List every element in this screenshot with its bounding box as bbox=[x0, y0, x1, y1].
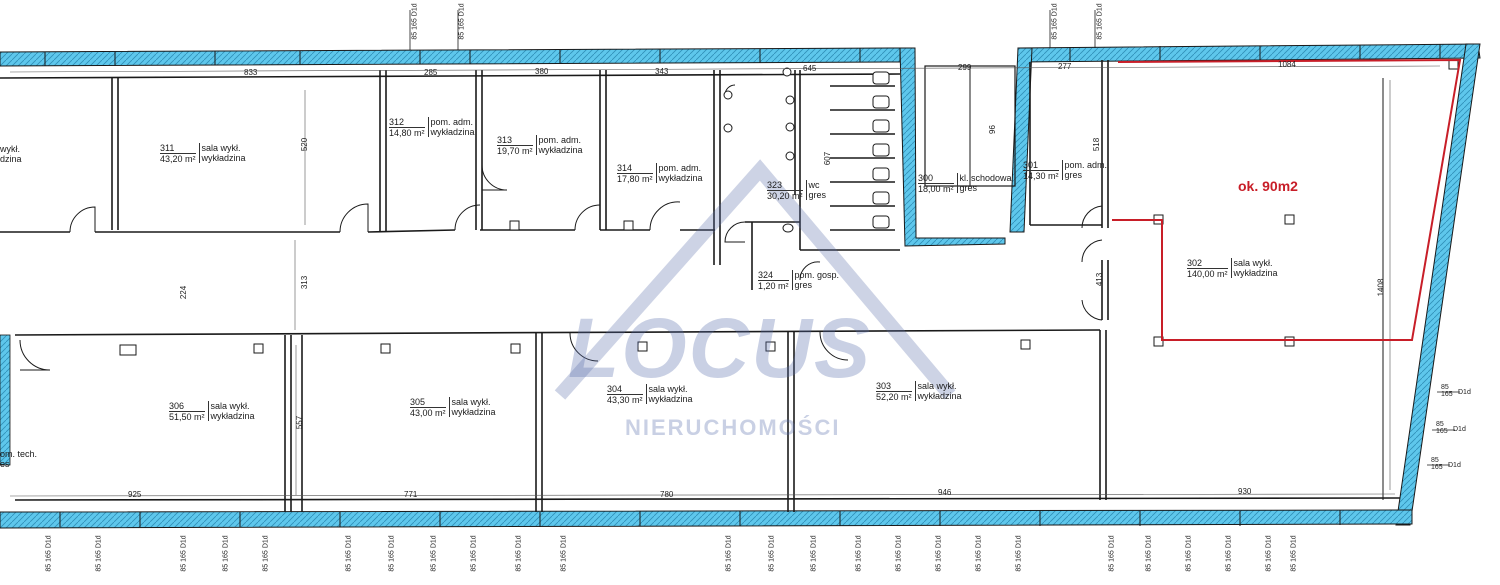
window-tag-code: D1d bbox=[1448, 462, 1461, 469]
dim-vertical: 313 bbox=[300, 275, 310, 290]
dim-bottom: 930 bbox=[1238, 487, 1252, 496]
window-tag: 85 165 D1d bbox=[1096, 3, 1104, 40]
partial-room-label-top: wykł.dzina bbox=[0, 144, 22, 164]
watermark-logo-shape bbox=[554, 159, 956, 400]
window-tag: 85165D1d bbox=[388, 535, 396, 572]
window-tag: 85165D1d bbox=[470, 535, 478, 572]
window-tag: 85165D1d bbox=[725, 535, 733, 572]
window-tag-stems bbox=[409, 10, 1460, 466]
window-tag: 85165D1d bbox=[430, 535, 438, 572]
dim-bottom: 925 bbox=[128, 490, 142, 499]
dim-bottom: 780 bbox=[660, 490, 674, 499]
watermark-subtitle: NIERUCHOMOŚCI bbox=[625, 415, 841, 440]
exterior-wall bbox=[0, 43, 1481, 529]
dim-vertical: 413 bbox=[1095, 272, 1105, 287]
window-tag: 85165D1d bbox=[855, 535, 863, 572]
dim-top: 380 bbox=[535, 67, 549, 76]
window-tag: 85165D1d bbox=[1185, 535, 1193, 572]
fixtures bbox=[119, 59, 1459, 356]
window-tag: 85165D1d bbox=[1145, 535, 1153, 572]
window-tag: 85165D1d bbox=[975, 535, 983, 572]
window-tag: 85165D1d bbox=[1265, 535, 1273, 572]
dimension-lines bbox=[9, 65, 1441, 497]
window-tag: 85165D1d bbox=[345, 535, 353, 572]
window-tag: 85165D1d bbox=[1290, 535, 1298, 572]
dim-vertical: 520 bbox=[300, 137, 310, 152]
dim-top: 299 bbox=[958, 63, 972, 72]
window-marks bbox=[44, 44, 1441, 527]
window-tag-code: D1d bbox=[1458, 389, 1471, 396]
window-tag: 85165D1d bbox=[262, 535, 270, 572]
highlight-area-outline bbox=[1112, 58, 1462, 341]
dim-vertical: 96 bbox=[987, 125, 997, 134]
window-tag: 85 165 D1d bbox=[458, 3, 466, 40]
dim-top: 645 bbox=[803, 64, 817, 73]
dim-top: 343 bbox=[655, 67, 669, 76]
dim-top: 1084 bbox=[1278, 60, 1296, 69]
window-tag: 85165D1d bbox=[95, 535, 103, 572]
dim-top: 285 bbox=[424, 68, 438, 77]
window-tag: 85165D1d bbox=[180, 535, 188, 572]
dim-bottom: 946 bbox=[938, 488, 952, 497]
window-tag: 85165D1d bbox=[895, 535, 903, 572]
window-tag: 85165D1d bbox=[1225, 535, 1233, 572]
dim-top: 833 bbox=[244, 68, 258, 77]
window-tag: 85 165 D1d bbox=[411, 3, 419, 40]
window-tag: 85165D1d bbox=[810, 535, 818, 572]
window-tag: 85165D1d bbox=[560, 535, 568, 572]
window-tag: 85165D1d bbox=[222, 535, 230, 572]
partial-room-label-bottom: om. tech.es bbox=[0, 449, 38, 469]
window-tag: 85 165 D1d bbox=[1051, 3, 1059, 40]
door-swings bbox=[19, 84, 1103, 371]
dim-vertical: 1408 bbox=[1376, 278, 1386, 297]
window-tag: 85165D1d bbox=[1015, 535, 1023, 572]
area-callout: ok. 90m2 bbox=[1238, 178, 1298, 194]
watermark-logo: LOCUS bbox=[568, 301, 872, 395]
dim-vertical: 557 bbox=[295, 415, 305, 430]
dim-bottom: 771 bbox=[404, 490, 418, 499]
dim-vertical: 224 bbox=[179, 285, 189, 300]
window-tag: 85165D1d bbox=[1108, 535, 1116, 572]
interior-walls bbox=[0, 60, 1401, 512]
dim-vertical: 607 bbox=[823, 151, 833, 166]
window-tag: 85165D1d bbox=[45, 535, 53, 572]
window-tag-code: D1d bbox=[1453, 426, 1466, 433]
window-tag: 85165D1d bbox=[935, 535, 943, 572]
window-tag: 85165D1d bbox=[515, 535, 523, 572]
window-tag: 85165D1d bbox=[768, 535, 776, 572]
dim-top: 277 bbox=[1058, 62, 1072, 71]
dim-vertical: 518 bbox=[1092, 137, 1102, 152]
